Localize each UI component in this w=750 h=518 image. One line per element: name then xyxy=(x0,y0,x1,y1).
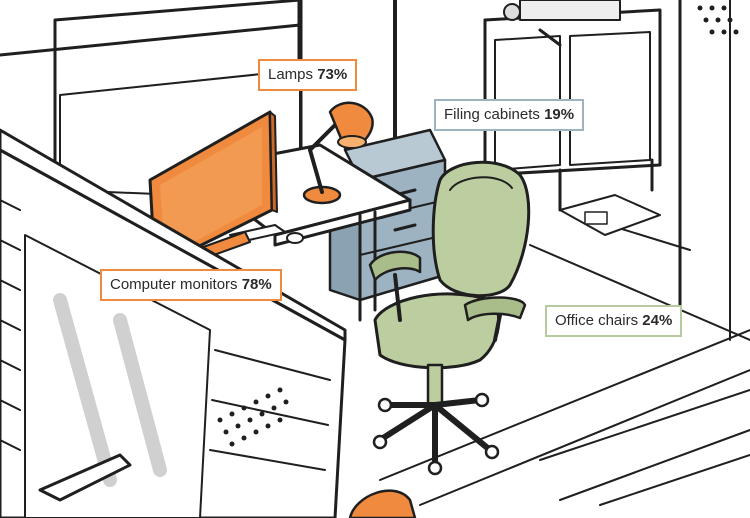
filing-cabinets-label-percent: 19% xyxy=(544,106,575,123)
filing-cabinets-label-name: Filing cabinets xyxy=(444,106,540,123)
lamps-label: Lamps 73% xyxy=(258,59,358,91)
lamps-label-name: Lamps xyxy=(268,66,314,83)
desk-lamp xyxy=(302,101,374,205)
filing-cabinets-label: Filing cabinets 19% xyxy=(434,99,585,131)
orange-object-bottom xyxy=(348,489,417,518)
office-chairs-label-name: Office chairs xyxy=(555,312,639,329)
back-wall xyxy=(0,0,731,341)
lamps-label-percent: 73% xyxy=(317,66,348,83)
office-chairs-label-percent: 24% xyxy=(642,312,673,329)
office-chair xyxy=(368,160,531,476)
scale xyxy=(559,194,661,236)
computer-monitors-label-percent: 78% xyxy=(241,276,272,293)
office-chairs-label: Office chairs 24% xyxy=(545,305,683,337)
computer-monitors-label: Computer monitors 78% xyxy=(100,269,282,301)
computer-monitors-label-name: Computer monitors xyxy=(110,276,238,293)
dot-pattern xyxy=(217,5,739,447)
